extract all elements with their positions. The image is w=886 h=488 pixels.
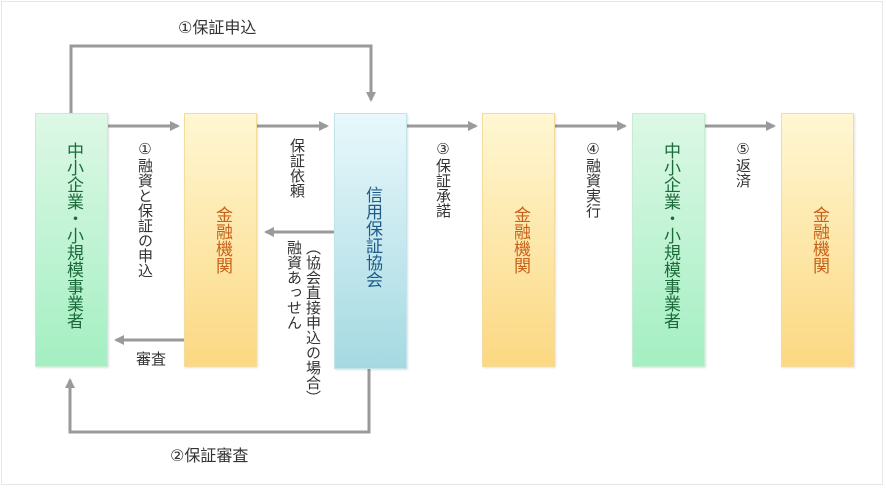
node-guarantee-association-label: 信用保証協会 bbox=[362, 186, 382, 288]
label-loan-referral: 融資あっせん bbox=[285, 240, 303, 330]
label-guarantee-request: 保証依頼 bbox=[288, 138, 306, 198]
label-guarantee-approval: ③保証承諾 bbox=[434, 140, 452, 218]
node-sme-left: 中小企業・小規模事業者 bbox=[35, 113, 108, 367]
node-bank-2: 金融機関 bbox=[482, 113, 555, 367]
label-guarantee-application: ①保証申込 bbox=[178, 18, 257, 37]
node-sme-left-label: 中小企業・小規模事業者 bbox=[63, 142, 83, 329]
label-guarantee-examination: ②保証審査 bbox=[170, 446, 249, 465]
label-examination: 審査 bbox=[136, 350, 167, 368]
node-sme-right-label: 中小企業・小規模事業者 bbox=[660, 142, 680, 329]
node-bank-3-label: 金融機関 bbox=[809, 206, 829, 274]
node-bank-1: 金融機関 bbox=[184, 113, 257, 367]
node-bank-3: 金融機関 bbox=[781, 113, 854, 367]
label-loan-execution: ④融資実行 bbox=[584, 140, 602, 218]
label-direct-application-note: （協会直接申込の場合） bbox=[304, 240, 322, 405]
label-repayment: ⑤返済 bbox=[734, 140, 752, 188]
label-loan-and-guarantee-request: ①融資と保証の申込 bbox=[136, 140, 154, 278]
arrow-guarantee-application bbox=[69, 44, 376, 113]
node-bank-1-label: 金融機関 bbox=[212, 206, 232, 274]
node-guarantee-association: 信用保証協会 bbox=[334, 113, 407, 369]
node-bank-2-label: 金融機関 bbox=[510, 206, 530, 274]
node-sme-right: 中小企業・小規模事業者 bbox=[632, 113, 705, 367]
arrow-guarantee-exam bbox=[65, 368, 371, 434]
